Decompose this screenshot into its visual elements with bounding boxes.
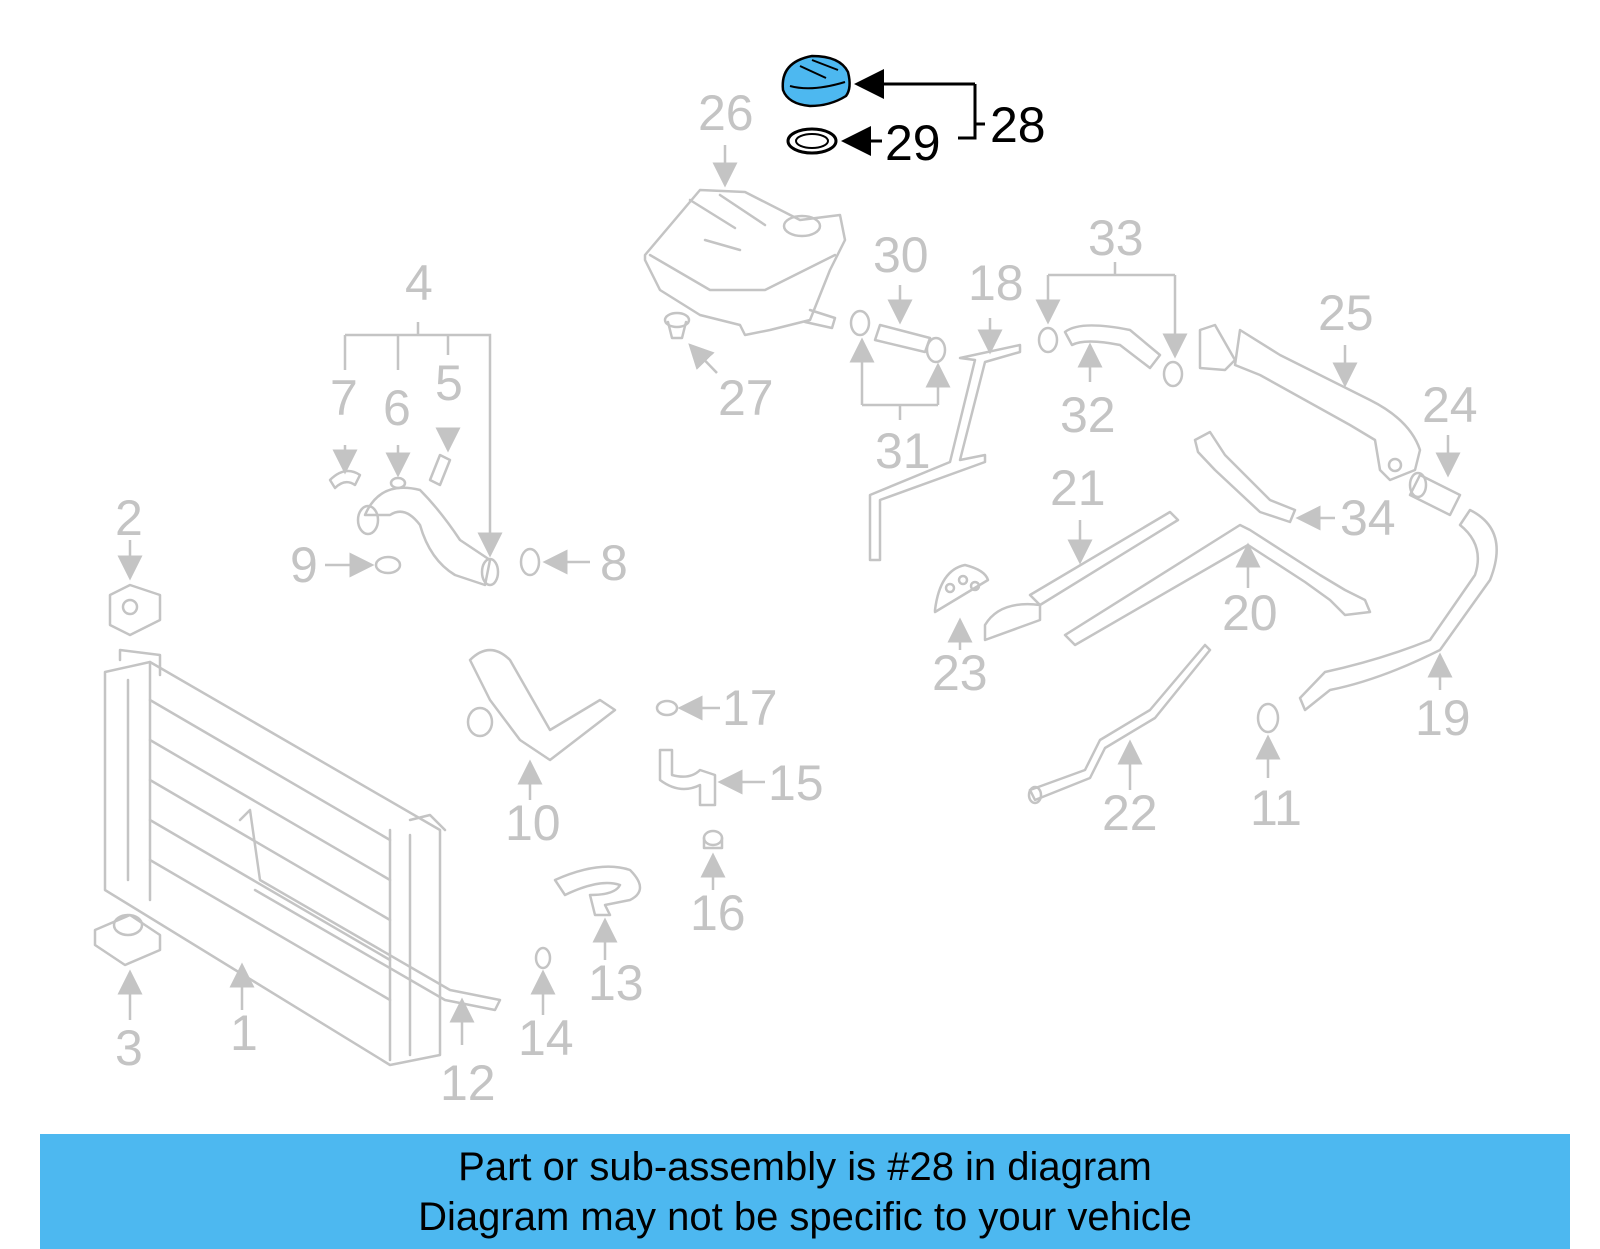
o-ring-part[interactable] <box>389 476 407 490</box>
lower-hose-part[interactable] <box>466 648 617 762</box>
label-33: 33 <box>1088 210 1144 266</box>
mount-part[interactable] <box>93 913 162 967</box>
reservoir-cap-part[interactable] <box>781 54 851 108</box>
label-26: 26 <box>698 85 754 141</box>
label-30: 30 <box>873 227 929 283</box>
label-17: 17 <box>722 680 778 736</box>
long-pipe-part[interactable] <box>1063 523 1372 647</box>
banner-line-2: Diagram may not be specific to your vehi… <box>418 1194 1192 1239</box>
clip-part[interactable] <box>534 946 552 970</box>
label-3: 3 <box>115 1020 143 1076</box>
label-1: 1 <box>230 1005 258 1061</box>
label-9: 9 <box>290 537 318 593</box>
small-pipe-part[interactable] <box>658 748 717 807</box>
label-11: 11 <box>1250 780 1302 836</box>
label-34: 34 <box>1340 490 1396 546</box>
label-15: 15 <box>768 755 824 811</box>
label-21: 21 <box>1050 460 1106 516</box>
coolant-pipe-part[interactable] <box>868 343 1022 562</box>
short-hose-part[interactable] <box>1408 471 1462 517</box>
label-29: 29 <box>885 115 941 171</box>
label-4: 4 <box>405 255 433 311</box>
bracket-part[interactable] <box>108 583 162 637</box>
pipe-part-22[interactable] <box>1027 643 1212 805</box>
clamp-part-9[interactable] <box>374 555 402 575</box>
sensor-part[interactable] <box>428 453 452 487</box>
label-2: 2 <box>115 490 143 546</box>
label-8: 8 <box>600 535 628 591</box>
expansion-tank-part[interactable] <box>643 188 847 337</box>
label-24: 24 <box>1422 377 1478 433</box>
pipe-part-21[interactable] <box>983 510 1180 642</box>
radiator-hose-part[interactable] <box>1298 508 1498 712</box>
bracket-pipe-part[interactable] <box>1193 430 1297 524</box>
label-22: 22 <box>1102 785 1158 841</box>
label-28: 28 <box>990 97 1046 153</box>
plug-part[interactable] <box>702 829 724 850</box>
label-6: 6 <box>383 380 411 436</box>
small-cap-part[interactable] <box>655 699 679 717</box>
label-31: 31 <box>875 423 931 479</box>
clamp-part-8[interactable] <box>519 547 541 577</box>
label-18: 18 <box>968 255 1024 311</box>
label-13: 13 <box>588 955 644 1011</box>
label-10: 10 <box>505 795 561 851</box>
label-23: 23 <box>932 645 988 701</box>
label-20: 20 <box>1222 585 1278 641</box>
small-hose-part[interactable] <box>328 469 362 490</box>
cap-seal-part[interactable] <box>786 127 838 155</box>
label-7: 7 <box>330 370 358 426</box>
small-hose-clamps-part[interactable] <box>849 309 947 364</box>
banner-line-1: Part or sub-assembly is #28 in diagram <box>458 1144 1152 1189</box>
bypass-hose-part[interactable] <box>553 865 642 917</box>
label-32: 32 <box>1060 387 1116 443</box>
flange-pipe-part[interactable] <box>1198 323 1422 482</box>
radiator-part[interactable] <box>103 648 502 1067</box>
coolant-hose-part[interactable] <box>1037 324 1184 388</box>
label-14: 14 <box>518 1010 574 1066</box>
label-19: 19 <box>1415 690 1471 746</box>
label-16: 16 <box>690 885 746 941</box>
notice-banner: Part or sub-assembly is #28 in diagram D… <box>40 1134 1570 1249</box>
gasket-part[interactable] <box>933 563 990 614</box>
label-5: 5 <box>435 355 463 411</box>
clamp-part-11[interactable] <box>1256 702 1280 734</box>
label-25: 25 <box>1318 285 1374 341</box>
grommet-part[interactable] <box>663 311 691 340</box>
reservoir-cap-highlight <box>781 54 851 108</box>
label-27: 27 <box>718 370 774 426</box>
label-12: 12 <box>440 1055 496 1111</box>
